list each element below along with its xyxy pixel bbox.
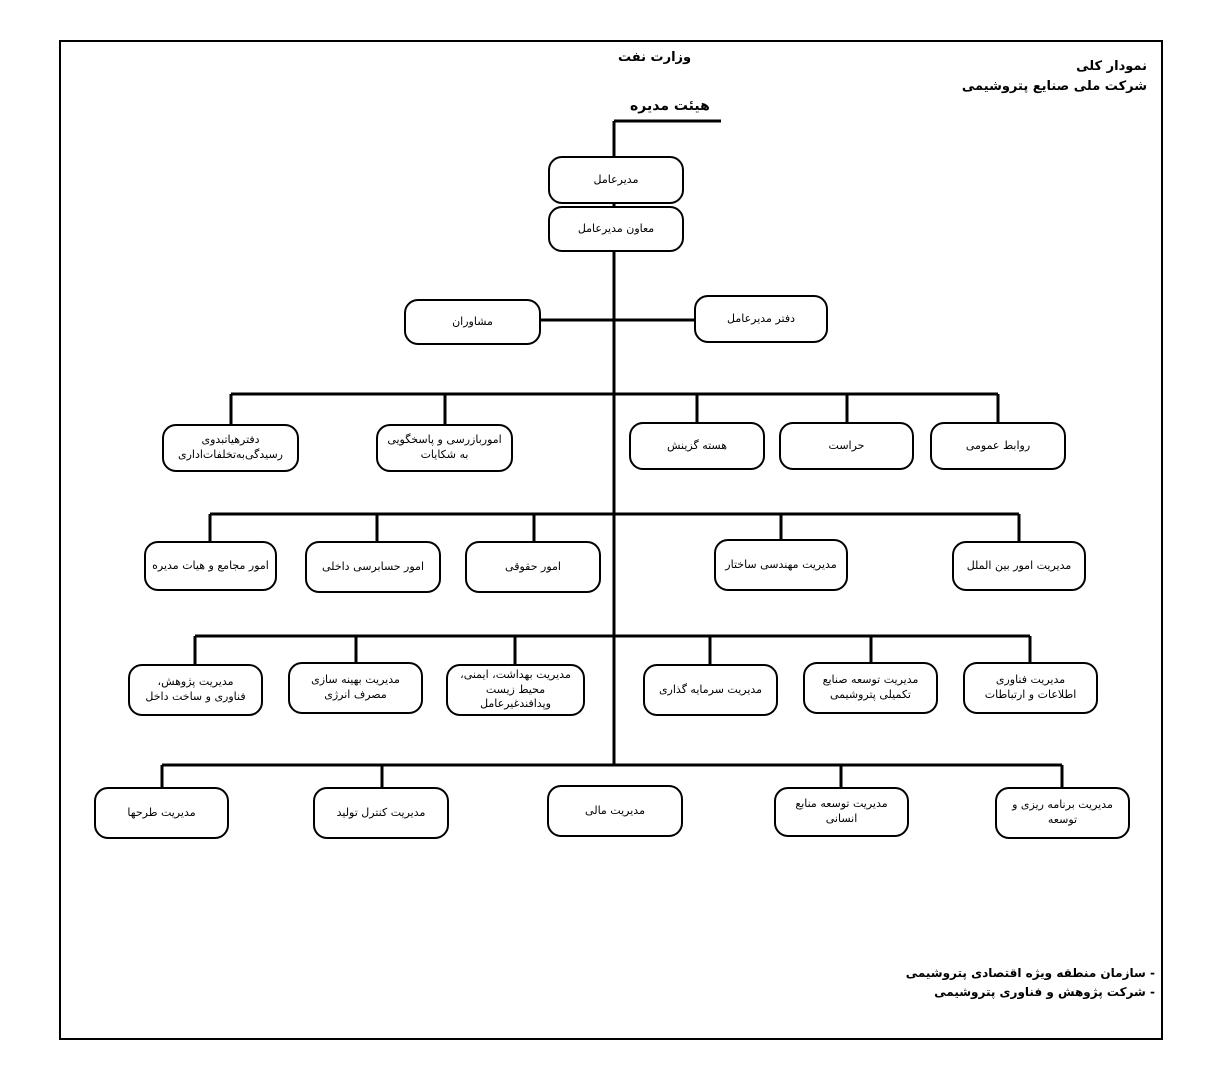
internal-audit-box: امور حسابرسی داخلی	[305, 541, 441, 593]
downstream-development-label-1: مدیریت توسعه صنایع	[822, 673, 919, 687]
public-relations-label: روابط عمومی	[965, 438, 1031, 452]
finance-box: مدیریت مالی	[547, 785, 683, 837]
projects-box: مدیریت طرحها	[94, 787, 229, 839]
admin-violations-label-1: دفترهیاتبدوی	[201, 433, 260, 447]
research-label-2: فناوری و ساخت داخل	[145, 690, 246, 703]
security-box: حراست	[779, 422, 914, 470]
ministry-title: وزارت نفت	[618, 50, 692, 65]
ceo-box: مدیرعامل	[548, 156, 684, 204]
inspection-label-2: به شکایات	[420, 448, 469, 461]
deputy-ceo-box: معاون مدیرعامل	[548, 206, 684, 252]
international-label: مدیریت امور بین الملل	[966, 558, 1072, 572]
selection-core-box: هسته گزینش	[629, 422, 765, 470]
projects-label: مدیریت طرحها	[127, 805, 196, 819]
building-engineering-box: مدیریت مهندسی ساختار	[714, 539, 848, 591]
international-box: مدیریت امور بین الملل	[952, 541, 1086, 591]
investment-box: مدیریت سرمایه گذاری	[643, 664, 778, 716]
affiliates-list: سازمان منطقه ویژه اقتصادی پتروشیمی شرکت …	[906, 964, 1155, 1002]
investment-label: مدیریت سرمایه گذاری	[658, 682, 763, 696]
deputy-ceo-label: معاون مدیرعامل	[577, 221, 655, 235]
assemblies-board-box: امور مجامع و هیات مدیره	[144, 541, 277, 591]
security-label: حراست	[828, 438, 865, 452]
chart-frame	[59, 40, 1163, 1040]
hse-label-1: مدیریت بهداشت، ایمنی،	[460, 667, 571, 681]
legal-label: امور حقوقی	[505, 559, 561, 573]
hse-box: مدیریت بهداشت، ایمنی،محیط زیست وپدافندغی…	[446, 664, 585, 716]
ict-label-2: اطلاعات و ارتباطات	[984, 688, 1077, 701]
research-box: مدیریت پژوهش،فناوری و ساخت داخل	[128, 664, 263, 716]
production-control-box: مدیریت کنترل تولید	[313, 787, 449, 839]
assemblies-board-label: امور مجامع و هیات مدیره	[152, 558, 269, 572]
board-title: هیئت مدیره	[630, 98, 710, 114]
ceo-office-label: دفتر مدیرعامل	[727, 311, 795, 325]
downstream-development-label-2: تکمیلی پتروشیمی	[830, 688, 911, 701]
hr-development-box: مدیریت توسعه منابع انسانی	[774, 787, 909, 837]
advisors-box: مشاوران	[404, 299, 541, 345]
hse-label-2: محیط زیست وپدافندغیرعامل	[480, 682, 551, 711]
public-relations-box: روابط عمومی	[930, 422, 1066, 470]
legal-box: امور حقوقی	[465, 541, 601, 593]
energy-optimization-label-1: مدیریت بهینه سازی	[311, 673, 400, 687]
planning-box: مدیریت برنامه ریزی و توسعه	[995, 787, 1130, 839]
building-engineering-label: مدیریت مهندسی ساختار	[725, 557, 837, 571]
research-label-1: مدیریت پژوهش،	[157, 675, 234, 689]
inspection-label-1: اموربازرسی و پاسخگویی	[387, 433, 502, 447]
chart-title: نمودار کلی شرکت ملی صنایع پتروشیمی	[962, 57, 1147, 96]
affiliate-item-1: سازمان منطقه ویژه اقتصادی پتروشیمی	[906, 964, 1155, 983]
production-control-label: مدیریت کنترل تولید	[336, 805, 426, 819]
admin-violations-label-2: رسیدگی‌به‌تخلفات‌اداری	[178, 448, 283, 461]
finance-label: مدیریت مالی	[585, 803, 645, 817]
ict-label-1: مدیریت فناوری	[995, 673, 1066, 687]
chart-title-line1: نمودار کلی	[1076, 59, 1147, 74]
chart-title-line2: شرکت ملی صنایع پتروشیمی	[961, 78, 1147, 94]
internal-audit-label: امور حسابرسی داخلی	[322, 559, 424, 573]
ceo-label: مدیرعامل	[593, 172, 639, 186]
planning-label: مدیریت برنامه ریزی و توسعه	[1012, 798, 1113, 826]
selection-core-label: هسته گزینش	[666, 438, 728, 452]
hr-development-label: مدیریت توسعه منابع انسانی	[795, 797, 888, 825]
energy-optimization-label-2: مصرف انرژی	[324, 688, 387, 701]
ceo-office-box: دفتر مدیرعامل	[694, 295, 828, 343]
affiliate-item-2: شرکت پژوهش و فناوری پتروشیمی	[906, 983, 1155, 1002]
advisors-label: مشاوران	[452, 314, 493, 328]
